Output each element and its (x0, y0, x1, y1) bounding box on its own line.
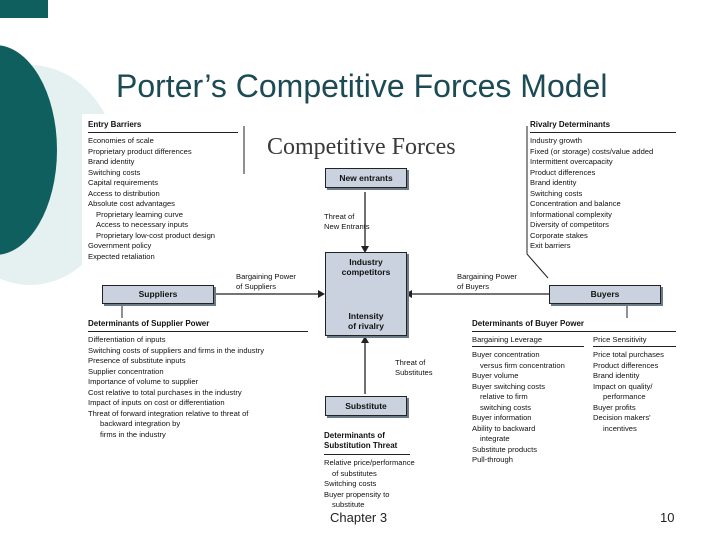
leverage-item: Pull-through (472, 455, 513, 464)
suppliers-box: Suppliers (102, 285, 214, 304)
buyers-box: Buyers (549, 285, 661, 304)
footer-chapter: Chapter 3 (330, 510, 388, 525)
rivalry-item: Fixed (or storage) costs/value added (530, 146, 654, 156)
price-item: performance (603, 392, 646, 401)
rivalry-item: Corporate stakes (530, 230, 588, 240)
leverage-item: versus firm concentration (480, 360, 565, 370)
supplier-power-item: Differentiation of inputs (88, 335, 166, 344)
substitution-item: Switching costs (324, 479, 377, 488)
leverage-item: Ability to backward (472, 423, 536, 433)
new-entrants-box: New entrants (325, 168, 407, 188)
substitution-heading: Determinants of (324, 431, 385, 440)
entry-barrier-item: Proprietary low-cost product design (96, 230, 216, 240)
supplier-power-divider (88, 331, 308, 332)
leverage-item: switching costs (480, 402, 532, 412)
buyer-power-heading: Determinants of Buyer Power (472, 319, 585, 328)
rivalry-determinants-heading: Rivalry Determinants (530, 120, 611, 129)
rivalry-determinants-divider (530, 132, 676, 133)
entry-barrier-item: Government policy (88, 241, 152, 250)
rivalry-item: Exit barriers (530, 241, 571, 250)
supplier-power-item: backward integration by (100, 419, 181, 428)
threat-new-entrants-label: New Entrants (324, 222, 370, 231)
competitors-label: competitors (341, 267, 391, 277)
price-item: Impact on quality/ (593, 381, 653, 391)
supplier-power-label: Bargaining Power (236, 272, 296, 281)
price-item: Brand identity (593, 371, 640, 380)
figure-title: Competitive Forces (267, 134, 456, 160)
supplier-power-item: Impact of inputs on cost or differentiat… (88, 398, 225, 407)
rivalry-item: Informational complexity (530, 209, 612, 219)
supplier-power-item: Switching costs of suppliers and firms i… (88, 345, 264, 355)
supplier-power-label: of Suppliers (236, 282, 277, 291)
industry-competitors-box: Industry competitors Intensity of rivalr… (325, 252, 407, 336)
price-sensitivity-heading: Price Sensitivity (593, 335, 647, 344)
leverage-item: Buyer switching costs (472, 381, 546, 391)
substitution-heading: Substitution Threat (324, 441, 398, 450)
of-rivalry-label: of rivalry (348, 321, 384, 331)
industry-label: Industry (349, 257, 383, 267)
rivalry-item: Industry growth (530, 136, 582, 145)
entry-barrier-item: Absolute cost advantages (88, 199, 175, 208)
bargaining-leverage-divider (472, 346, 584, 347)
substitution-item: Buyer propensity to (324, 489, 390, 499)
slide-title: Porter’s Competitive Forces Model (116, 68, 608, 104)
entry-barrier-item: Access to distribution (88, 188, 160, 198)
threat-substitutes-label: Substitutes (395, 368, 433, 377)
price-item: incentives (603, 423, 637, 433)
entry-barriers-heading: Entry Barriers (88, 120, 142, 129)
competitive-forces-figure: Competitive Forces Entry Barriers Econom… (82, 114, 680, 512)
leverage-item: relative to firm (480, 392, 528, 401)
price-sensitivity-divider (593, 346, 676, 347)
entry-barrier-item: Economies of scale (88, 136, 154, 145)
entry-barrier-item: Switching costs (88, 167, 141, 177)
rivalry-item: Brand identity (530, 178, 577, 187)
entry-barrier-item: Brand identity (88, 157, 135, 166)
buyer-power-label: Bargaining Power (457, 272, 517, 281)
rivalry-item: Diversity of competitors (530, 220, 609, 229)
rivalry-item: Concentration and balance (530, 199, 621, 208)
supplier-power-item: firms in the industry (100, 429, 166, 439)
buyer-power-divider (472, 331, 676, 332)
leverage-item: Buyer information (472, 413, 532, 422)
entry-barriers-divider (88, 132, 238, 133)
threat-new-entrants-label: Threat of (324, 212, 355, 221)
substitution-item: Relative price/performance (324, 458, 415, 467)
entry-barrier-item: Proprietary product differences (88, 146, 192, 156)
rivalry-item: Switching costs (530, 188, 583, 198)
supplier-power-item: Cost relative to total purchases in the … (88, 387, 242, 397)
substitution-item: of substitutes (332, 468, 377, 478)
leverage-item: Substitute products (472, 444, 538, 454)
threat-substitutes-label: Threat of (395, 358, 426, 367)
substitution-divider (324, 454, 410, 455)
price-item: Decision makers' (593, 413, 651, 422)
entry-barrier-item: Proprietary learning curve (96, 209, 183, 219)
decor-top-band (0, 0, 48, 18)
footer-page-number: 10 (660, 510, 675, 525)
supplier-power-item: Threat of forward integration relative t… (88, 408, 249, 418)
supplier-power-item: Importance of volume to supplier (88, 377, 199, 386)
rivalry-item: Product differences (530, 167, 596, 177)
supplier-power-heading: Determinants of Supplier Power (88, 319, 210, 328)
leverage-item: Buyer volume (472, 371, 519, 380)
supplier-power-item: Presence of substitute inputs (88, 356, 186, 365)
decor-inner-circle (0, 45, 57, 255)
entry-barrier-item: Access to necessary inputs (96, 220, 189, 229)
substitute-box: Substitute (325, 396, 407, 416)
leverage-item: integrate (480, 434, 510, 443)
rivalry-item: Intermittent overcapacity (530, 157, 613, 166)
leverage-item: Buyer concentration (472, 350, 540, 359)
supplier-power-item: Supplier concentration (88, 366, 164, 376)
entry-barrier-item: Capital requirements (88, 178, 159, 187)
intensity-label: Intensity (348, 311, 384, 321)
bargaining-leverage-heading: Bargaining Leverage (472, 335, 543, 344)
price-item: Buyer profits (593, 402, 636, 412)
entry-barrier-item: Expected retaliation (88, 251, 155, 261)
substitution-item: substitute (332, 500, 365, 509)
buyer-power-label: of Buyers (457, 282, 490, 291)
price-item: Price total purchases (593, 350, 664, 359)
price-item: Product differences (593, 360, 659, 370)
